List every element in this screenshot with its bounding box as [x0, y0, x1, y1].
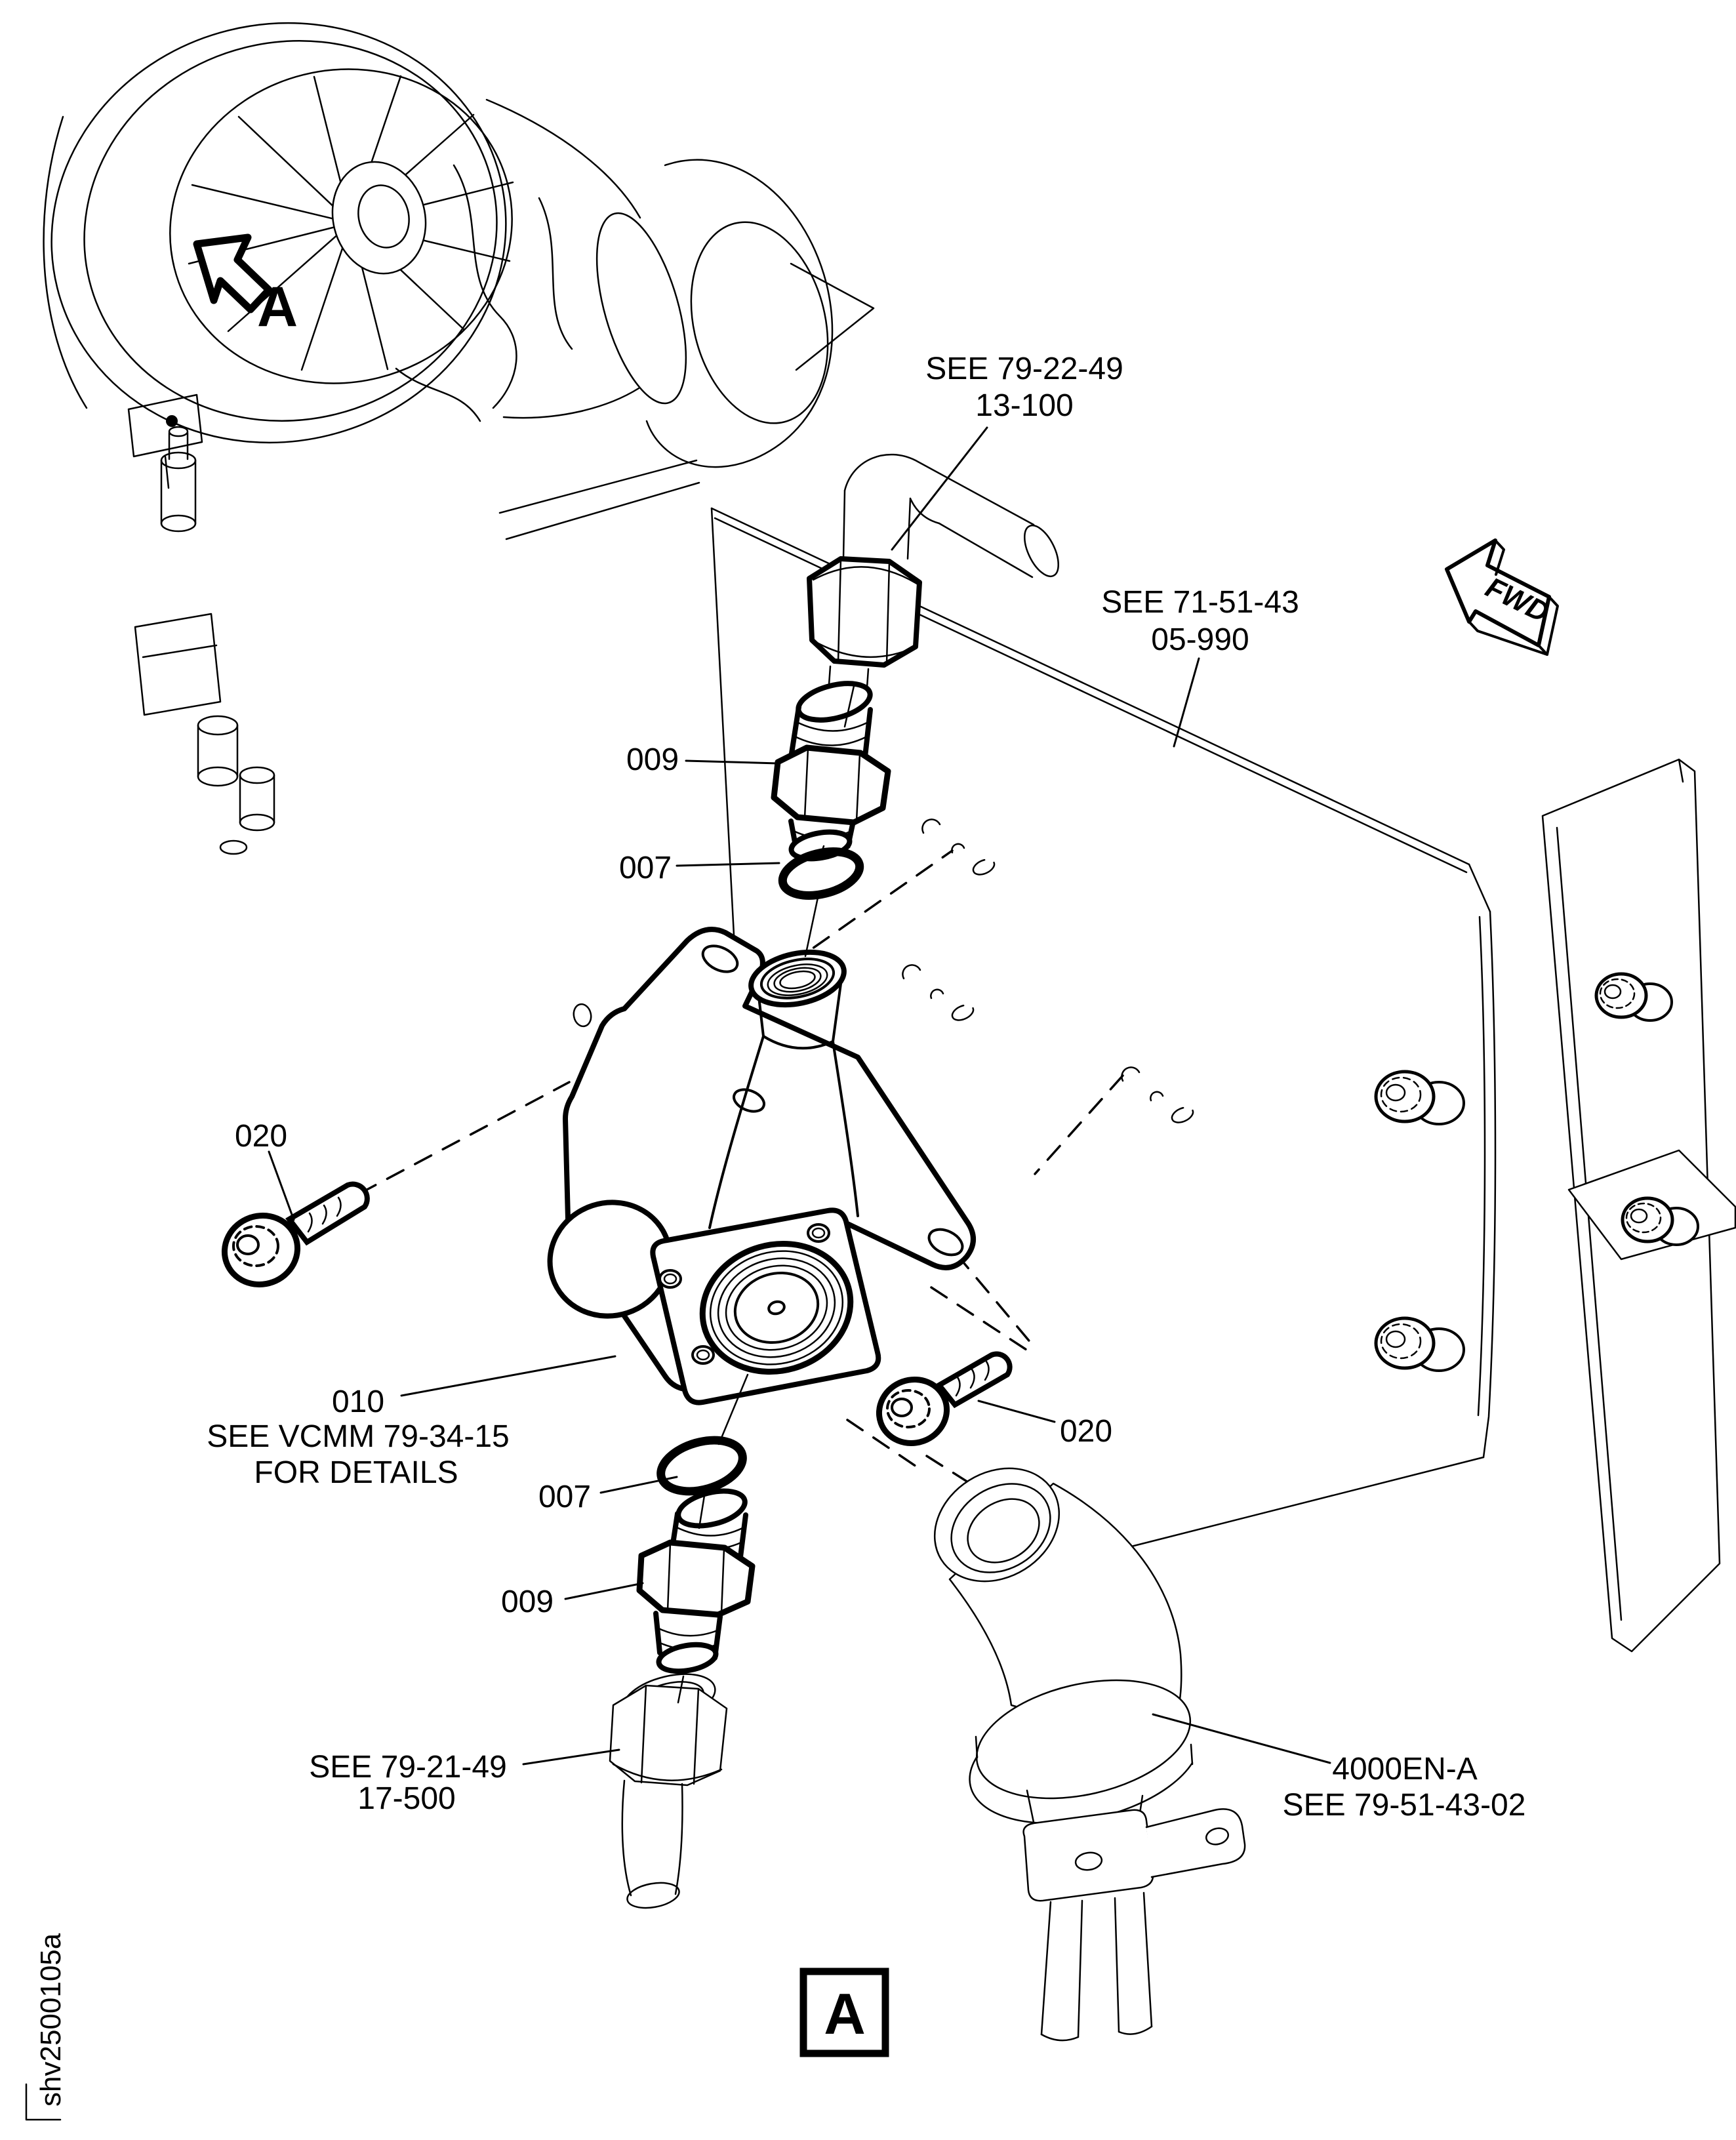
callout-hose-ref-line2: 17-500 [357, 1781, 455, 1816]
fwd-arrow-icon: FWD [1445, 538, 1559, 656]
callout-duct-ref-line1: 4000EN-A [1332, 1752, 1477, 1787]
oring-007-lower-art [656, 1436, 747, 1496]
panel-bolt [1374, 1070, 1465, 1125]
callout-020-right: 020 [1060, 1414, 1112, 1449]
callout-010-line2: SEE VCMM 79-34-15 [207, 1419, 510, 1454]
detail-a-box: A [799, 1968, 889, 2057]
callout-panel-ref-line2: 05-990 [1151, 622, 1249, 657]
bolt-020-left-art [221, 1181, 370, 1287]
panel-bolt [1374, 1316, 1465, 1372]
nipple-009-upper-art [771, 681, 891, 862]
nipple-009-lower-art [636, 1488, 756, 1674]
hose-coupling-art [609, 1673, 728, 1909]
elbow-fitting-art [807, 453, 1059, 691]
bolt-020-right-art [876, 1351, 1013, 1446]
callout-020-left: 020 [235, 1119, 287, 1154]
duct-4000en-a-art [933, 1467, 1246, 2042]
strip-bolt [1594, 972, 1673, 1022]
detail-a-box-label: A [824, 1981, 866, 2046]
callout-hose-ref-line1: SEE 79-21-49 [309, 1750, 507, 1785]
drawing-id-block: shv2500105a [25, 1933, 67, 2121]
engine-overview-art [43, 22, 875, 855]
view-a-arrow-label: A [257, 275, 298, 338]
mounting-panel-art [710, 507, 1736, 1653]
panel-clip-details [902, 818, 1194, 1123]
callout-007-lower: 007 [538, 1480, 591, 1514]
callout-009-upper: 009 [626, 742, 679, 777]
oring-007-upper-art [778, 847, 864, 900]
callouts: SEE 79-22-49 13-100 SEE 71-51-43 05-990 … [207, 352, 1525, 1823]
callout-panel-ref-line1: SEE 71-51-43 [1101, 585, 1299, 620]
callout-010-line1: 010 [332, 1384, 384, 1419]
callout-elbow-ref-line2: 13-100 [975, 388, 1073, 423]
callout-elbow-ref-line1: SEE 79-22-49 [925, 352, 1123, 386]
strip-bolt [1621, 1196, 1699, 1246]
callout-009-lower: 009 [501, 1585, 554, 1619]
indicator-dot [166, 415, 178, 427]
callout-007-upper: 007 [619, 851, 672, 885]
upper-axis-line [804, 685, 855, 958]
drawing-id-text: shv2500105a [35, 1933, 67, 2107]
valve-assembly-010-art [547, 927, 976, 1405]
corner-bracket-mark [25, 2083, 62, 2121]
view-a-arrow-icon: A [193, 233, 298, 338]
callout-duct-ref-line2: SEE 79-51-43-02 [1283, 1788, 1526, 1823]
leader-lines [268, 426, 1331, 1766]
callout-010-line3: FOR DETAILS [254, 1455, 458, 1490]
lower-axis-line [677, 1373, 749, 1704]
